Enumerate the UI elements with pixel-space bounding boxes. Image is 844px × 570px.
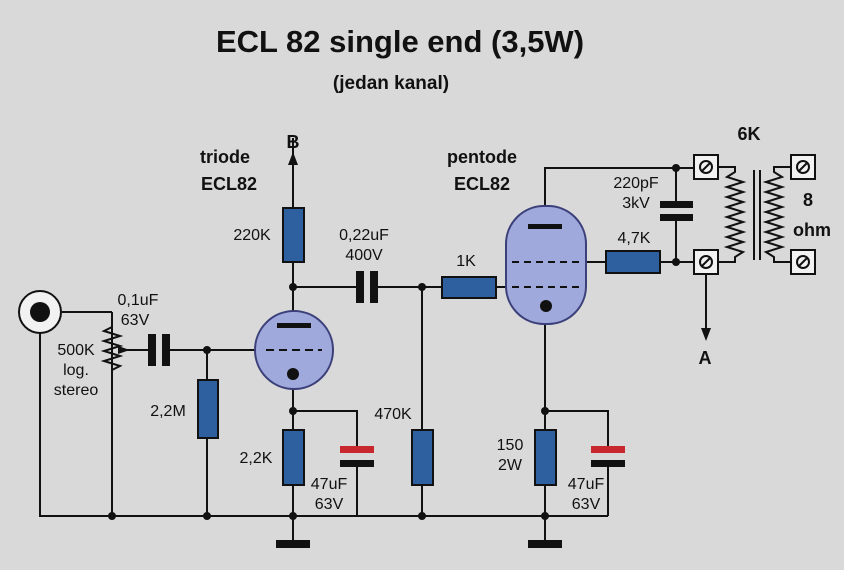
transformer-secondary-unit: ohm (793, 220, 831, 240)
r-cathode-pentode-value: 150 (497, 437, 524, 454)
b-plus-label: B (287, 132, 300, 152)
r-cathode-triode-label: 2,2K (240, 450, 273, 467)
junction-dot (289, 283, 297, 291)
c-cathode-pentode-value: 47uF (568, 476, 605, 493)
triode-label: triode (200, 147, 250, 167)
c-in-value: 0,1uF (118, 292, 159, 309)
transformer-secondary-value: 8 (803, 190, 813, 210)
r-grid-label: 2,2M (150, 403, 186, 420)
c-coupling-value: 0,22uF (339, 227, 389, 244)
junction-dot (203, 346, 211, 354)
diagram-title: ECL 82 single end (3,5W) (216, 24, 584, 59)
pot-value: 500K (57, 342, 95, 359)
triode-tube-icon (254, 310, 334, 390)
pot-taper: log. (63, 362, 89, 379)
pentode-type-label: ECL82 (454, 174, 510, 194)
r-grid-stop-resistor (441, 276, 497, 299)
junction-dot (672, 258, 680, 266)
c-snubber-voltage: 3kV (622, 195, 650, 212)
junction-dot (672, 164, 680, 172)
junction-dot (203, 512, 211, 520)
c-snubber-plate (660, 214, 693, 221)
junction-dot (418, 512, 426, 520)
c-snubber-value: 220pF (613, 175, 659, 192)
c-cathode-triode-voltage: 63V (315, 496, 344, 513)
ground-symbol (528, 540, 562, 548)
transformer-primary-label: 6K (737, 124, 760, 144)
r-cathode-pentode-power: 2W (498, 457, 523, 474)
r-snubber-label: 4,7K (618, 230, 651, 247)
r-snubber-resistor (605, 250, 661, 274)
a-plus-arrow (701, 328, 711, 341)
potentiometer-icon (100, 326, 130, 371)
c-cathode-triode-plate (340, 460, 374, 467)
c-coupling-voltage: 400V (345, 247, 383, 264)
c-snubber-plate (660, 201, 693, 208)
input-jack-icon (18, 290, 62, 334)
pot-type: stereo (54, 382, 99, 399)
r-grid-leak-resistor (411, 429, 434, 486)
diagram-subtitle: (jedan kanal) (333, 73, 449, 94)
triode-type-label: ECL82 (201, 174, 257, 194)
junction-dot (289, 512, 297, 520)
a-plus-label: A (699, 348, 712, 368)
junctions (108, 164, 680, 520)
r-grid-resistor (197, 379, 219, 439)
pentode-label: pentode (447, 147, 517, 167)
c-in-plate (162, 334, 170, 366)
junction-dot (418, 283, 426, 291)
wires (39, 138, 707, 540)
r-grid-leak-label: 470K (374, 406, 412, 423)
pentode-tube-icon (505, 205, 587, 325)
junction-dot (541, 407, 549, 415)
r-cathode-triode-resistor (282, 429, 305, 486)
c-cathode-triode-positive-plate (340, 446, 374, 453)
c-coupling-plate (370, 271, 378, 303)
r-plate-resistor (282, 207, 305, 263)
junction-dot (541, 512, 549, 520)
c-in-plate (148, 334, 156, 366)
c-cathode-pentode-plate (591, 460, 625, 467)
junction-dot (289, 407, 297, 415)
c-coupling-plate (356, 271, 364, 303)
c-cathode-pentode-positive-plate (591, 446, 625, 453)
c-cathode-triode-value: 47uF (311, 476, 348, 493)
ground-symbol (276, 540, 310, 548)
c-in-voltage: 63V (121, 312, 150, 329)
r-cathode-pentode-resistor (534, 429, 557, 486)
r-grid-stop-label: 1K (456, 253, 476, 270)
r-plate-label: 220K (233, 227, 271, 244)
b-plus-arrow (288, 152, 298, 165)
output-transformer-icon (693, 154, 816, 275)
c-cathode-pentode-voltage: 63V (572, 496, 601, 513)
junction-dot (108, 512, 116, 520)
